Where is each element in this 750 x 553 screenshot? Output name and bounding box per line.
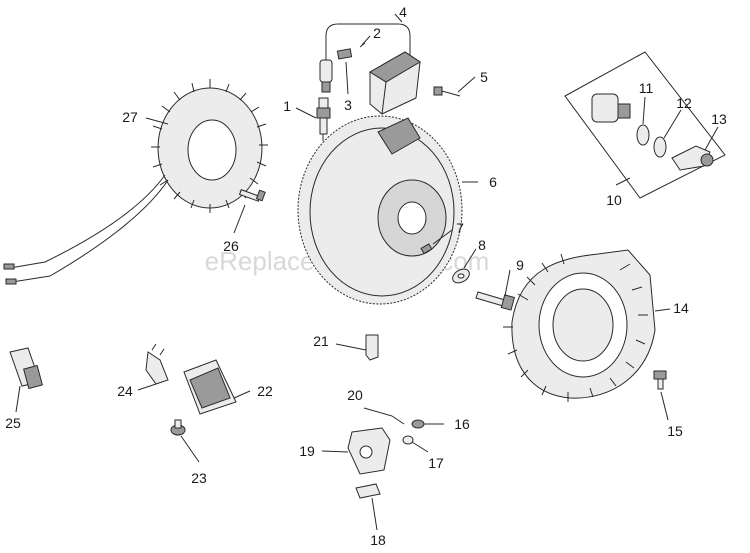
callout-16: 16 [454, 416, 470, 432]
callout-14: 14 [673, 300, 689, 316]
callout-22: 22 [257, 383, 273, 399]
stator-screw-part [238, 189, 266, 202]
callout-8: 8 [478, 237, 486, 253]
regulator-screw-part [170, 419, 186, 436]
callout-6: 6 [489, 174, 497, 190]
callout-10: 10 [606, 192, 622, 208]
callout-9: 9 [516, 257, 524, 273]
callout-19: 19 [299, 443, 315, 459]
callout-25: 25 [5, 415, 21, 431]
callout-4: 4 [399, 4, 407, 20]
brake-switch-part [347, 427, 391, 475]
bracket-part [365, 334, 379, 361]
callout-26: 26 [223, 238, 239, 254]
stator-part [3, 79, 268, 285]
callout-17: 17 [428, 455, 444, 471]
callout-labels: 1 2 3 4 5 6 7 8 9 10 11 12 13 14 15 16 1… [5, 4, 727, 548]
callout-24: 24 [117, 383, 133, 399]
ignition-module-part [319, 23, 421, 115]
flywheel-washer-part [452, 268, 470, 284]
callout-21: 21 [313, 333, 329, 349]
flywheel-part [297, 115, 463, 305]
housing-screw-part [653, 370, 667, 390]
switch-screw-part [391, 415, 405, 425]
regulator-terminal-part [145, 343, 169, 385]
callout-12: 12 [676, 95, 692, 111]
callout-15: 15 [667, 423, 683, 439]
spark-plug-part [316, 97, 331, 141]
flywheel-key-part [420, 243, 433, 255]
module-screw-part [433, 86, 461, 97]
leader-lines [15, 13, 719, 531]
callout-13: 13 [711, 111, 727, 127]
connector-part [9, 347, 43, 390]
key-switch-assembly-part [564, 51, 726, 199]
callout-2: 2 [373, 25, 381, 41]
flywheel-bolt-part [475, 291, 515, 311]
switch-nut-part [411, 419, 425, 429]
blower-housing-part [503, 249, 656, 402]
callout-3: 3 [344, 97, 352, 113]
switch-clip-part [355, 483, 381, 499]
callout-11: 11 [639, 80, 654, 96]
callout-7: 7 [456, 220, 464, 236]
callout-5: 5 [480, 69, 488, 85]
callout-18: 18 [370, 532, 386, 548]
callout-20: 20 [347, 387, 363, 403]
rectifier-regulator-part [183, 359, 237, 415]
callout-1: 1 [283, 98, 291, 114]
callout-27: 27 [122, 109, 138, 125]
callout-23: 23 [191, 470, 207, 486]
switch-washer-part [402, 435, 414, 445]
